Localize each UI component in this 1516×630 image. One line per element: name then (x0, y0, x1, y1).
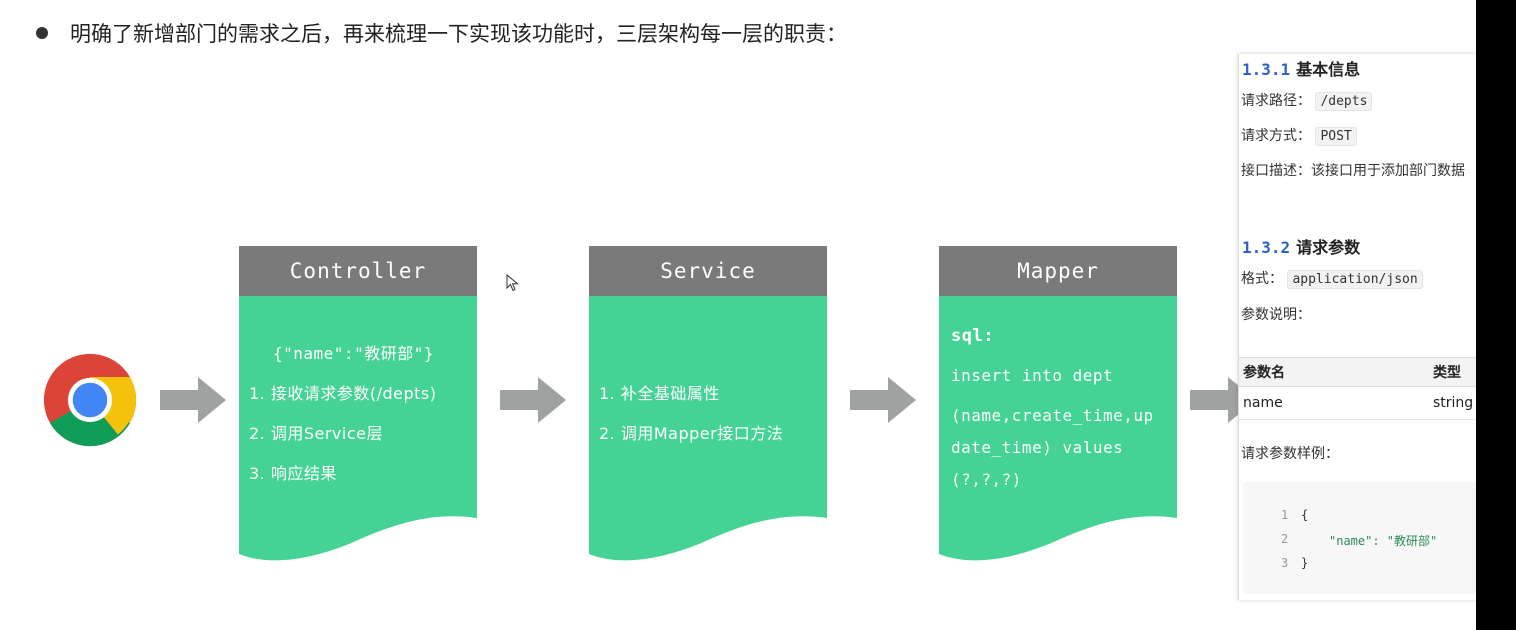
section-number: 1.3.2 (1242, 238, 1291, 257)
api-desc-row: 接口描述：该接口用于添加部门数据 (1241, 160, 1465, 180)
request-path-value: /depts (1315, 92, 1373, 111)
sample-label: 请求参数样例： (1241, 446, 1339, 462)
controller-step-1: 1. 接收请求参数(/depts) (249, 384, 437, 403)
mapper-body (939, 296, 1177, 576)
param-table: 参数名 类型 name string (1239, 357, 1505, 420)
request-method-row: 请求方式： POST (1241, 125, 1357, 146)
section-number: 1.3.1 (1242, 60, 1291, 79)
format-row: 格式： application/json (1241, 268, 1423, 289)
section-basic-info: 1.3.1 基本信息 (1242, 56, 1360, 80)
service-title: Service (589, 246, 827, 296)
mapper-sql-label: sql: (951, 326, 994, 346)
api-doc-panel: 1.3.1 基本信息 请求路径： /depts 请求方式： POST 接口描述：该… (1238, 54, 1505, 600)
table-header-name: 参数名 (1239, 357, 1429, 387)
section-title: 请求参数 (1296, 238, 1361, 257)
api-desc-value: 该接口用于添加部门数据 (1311, 163, 1465, 179)
param-desc-label: 参数说明： (1241, 307, 1311, 323)
section-title: 基本信息 (1296, 60, 1361, 79)
controller-step-3: 3. 响应结果 (249, 464, 337, 483)
code-line-3: } (1301, 556, 1309, 570)
mapper-layer: Mapper sql: insert into dept (name,creat… (939, 246, 1177, 576)
chrome-logo-icon (43, 353, 137, 447)
right-arrow-icon (160, 377, 226, 423)
table-cell-name: name (1239, 386, 1429, 420)
controller-body (239, 296, 477, 576)
request-method-label: 请求方式： (1241, 128, 1311, 144)
request-path-label: 请求路径： (1241, 93, 1311, 109)
service-step-2: 2. 调用Mapper接口方法 (599, 424, 784, 443)
code-line-1: { (1301, 508, 1309, 522)
section-request-params: 1.3.2 请求参数 (1242, 234, 1360, 258)
mapper-sql-line-4: (?,?,?) (951, 470, 1022, 489)
right-arrow-icon (850, 377, 916, 423)
request-path-row: 请求路径： /depts (1241, 90, 1373, 111)
code-sample: 1 { 2 "name": "教研部" 3 } (1243, 482, 1499, 594)
table-header-type: 类型 (1429, 357, 1505, 387)
black-edge (1476, 0, 1516, 630)
mapper-sql-line-2: (name,create_time,up (951, 406, 1154, 425)
mouse-cursor-icon (506, 274, 519, 292)
controller-step-2: 2. 调用Service层 (249, 424, 383, 443)
table-row: name string (1239, 386, 1505, 420)
heading-text: 明确了新增部门的需求之后，再来梳理一下实现该功能时，三层架构每一层的职责： (70, 22, 847, 46)
bullet-icon (36, 27, 48, 39)
api-desc-label: 接口描述： (1241, 163, 1311, 179)
format-label: 格式： (1241, 271, 1283, 287)
right-arrow-icon (500, 377, 566, 423)
service-step-1: 1. 补全基础属性 (599, 384, 720, 403)
mapper-sql-line-1: insert into dept (951, 366, 1114, 385)
mapper-title: Mapper (939, 246, 1177, 296)
heading: 明确了新增部门的需求之后，再来梳理一下实现该功能时，三层架构每一层的职责： (36, 18, 847, 48)
service-body (589, 296, 827, 576)
mapper-sql-line-3: date_time) values (951, 438, 1124, 457)
controller-layer: Controller {"name":"教研部"} 1. 接收请求参数(/dep… (239, 246, 477, 576)
code-line-2: "name": "教研部" (1329, 534, 1438, 548)
service-layer: Service 1. 补全基础属性 2. 调用Mapper接口方法 (589, 246, 827, 576)
controller-json: {"name":"教研部"} (273, 344, 434, 363)
format-value: application/json (1287, 270, 1423, 289)
request-method-value: POST (1315, 127, 1357, 146)
controller-title: Controller (239, 246, 477, 296)
